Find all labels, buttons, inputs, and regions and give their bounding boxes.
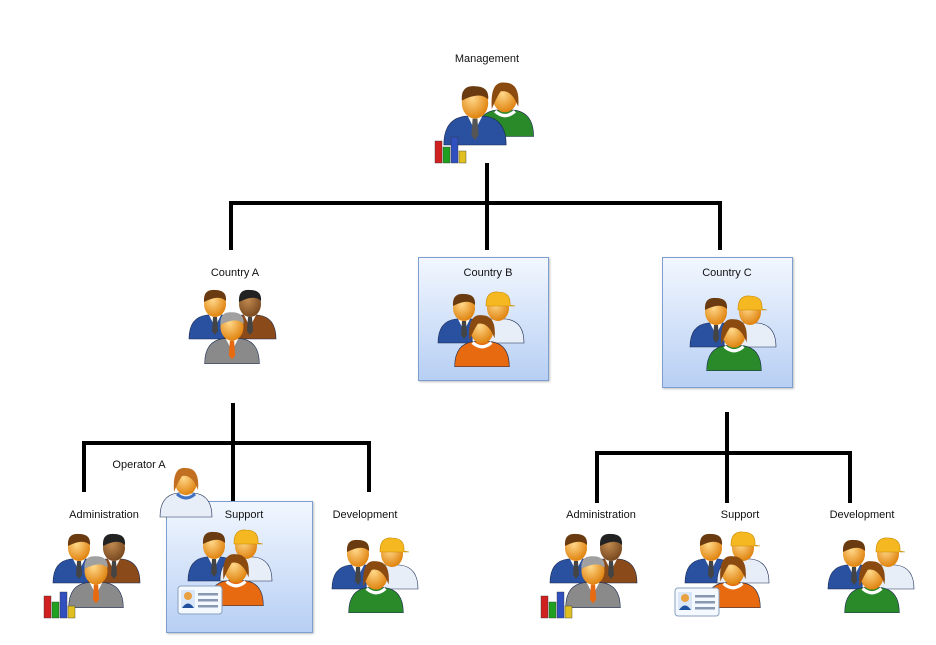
- a-administration-label: Administration: [69, 509, 139, 521]
- connector: [725, 412, 729, 455]
- person-figure: [443, 86, 507, 146]
- connector: [595, 451, 599, 503]
- bar-chart-icon: [442, 146, 451, 164]
- a-administration-group-icon: [43, 533, 141, 619]
- person-figure: [204, 312, 260, 365]
- management-group-icon: [434, 82, 534, 164]
- connector: [229, 201, 233, 250]
- person-figure: [706, 319, 762, 372]
- id-card-icon: [177, 585, 223, 615]
- management-label: Management: [454, 53, 520, 65]
- connector: [231, 403, 235, 445]
- connector: [725, 451, 729, 503]
- person-figure: [208, 554, 264, 607]
- c-development-label: Development: [829, 509, 895, 521]
- connector: [229, 201, 722, 205]
- country-b-label: Country B: [463, 267, 513, 279]
- bar-chart-icon: [458, 150, 467, 164]
- person-figure: [705, 556, 761, 609]
- a-development-group-icon: [331, 537, 419, 614]
- bar-chart-icon: [51, 601, 60, 619]
- bar-chart-icon: [548, 601, 557, 619]
- bar-chart-icon: [43, 595, 52, 619]
- connector: [485, 201, 489, 250]
- person-figure: [844, 561, 900, 614]
- operator-a-label: Operator A: [112, 459, 166, 471]
- c-administration-group-icon: [540, 533, 638, 619]
- bar-chart-icon: [59, 591, 68, 619]
- id-card-icon: [674, 587, 720, 617]
- connector: [231, 441, 235, 501]
- c-administration-label: Administration: [566, 509, 636, 521]
- person-figure: [454, 315, 510, 368]
- person-figure: [565, 556, 621, 609]
- country-b-group-icon: [437, 291, 525, 368]
- person-figure: [348, 561, 404, 614]
- bar-chart-icon: [434, 140, 443, 164]
- connector: [595, 451, 852, 455]
- person-figure: [68, 556, 124, 609]
- a-support-group-icon: [177, 529, 273, 615]
- country-a-group-icon: [188, 289, 277, 365]
- person-figure: [716, 531, 770, 584]
- connector: [82, 441, 371, 445]
- country-c-group-icon: [689, 295, 777, 372]
- connector: [82, 441, 86, 492]
- person-figure: [159, 467, 213, 518]
- bar-chart-icon: [556, 591, 565, 619]
- bar-chart-icon: [540, 595, 549, 619]
- bar-chart-icon: [564, 605, 573, 619]
- bar-chart-icon: [67, 605, 76, 619]
- operator-icon: [159, 467, 213, 518]
- c-support-label: Support: [720, 509, 760, 521]
- country-a-label: Country A: [210, 267, 260, 279]
- a-support-label: Support: [224, 509, 264, 521]
- country-c-label: Country C: [702, 267, 752, 279]
- connector: [848, 451, 852, 503]
- person-figure: [365, 537, 419, 590]
- a-development-label: Development: [332, 509, 398, 521]
- c-development-group-icon: [827, 537, 915, 614]
- bar-chart-icon: [450, 136, 459, 164]
- connector: [367, 441, 371, 492]
- connector: [485, 163, 489, 205]
- connector: [718, 201, 722, 250]
- c-support-group-icon: [674, 531, 770, 617]
